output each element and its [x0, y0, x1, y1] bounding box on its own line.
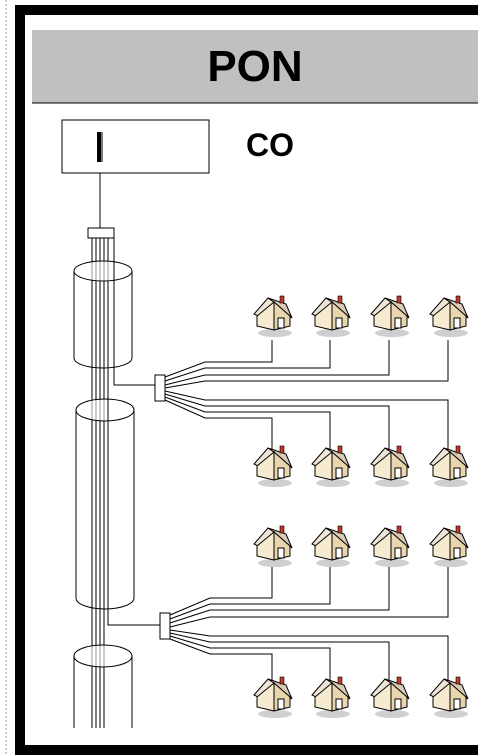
connector-cap — [87, 227, 115, 239]
cable-duct-icon — [73, 644, 133, 728]
cable-duct-icon — [73, 260, 133, 369]
co-box — [61, 119, 210, 174]
olt-icon — [97, 132, 103, 162]
title-bar — [32, 30, 478, 103]
splitter-icon — [159, 612, 171, 640]
splitter-icon — [154, 374, 166, 402]
cable-duct-icon — [75, 398, 135, 610]
